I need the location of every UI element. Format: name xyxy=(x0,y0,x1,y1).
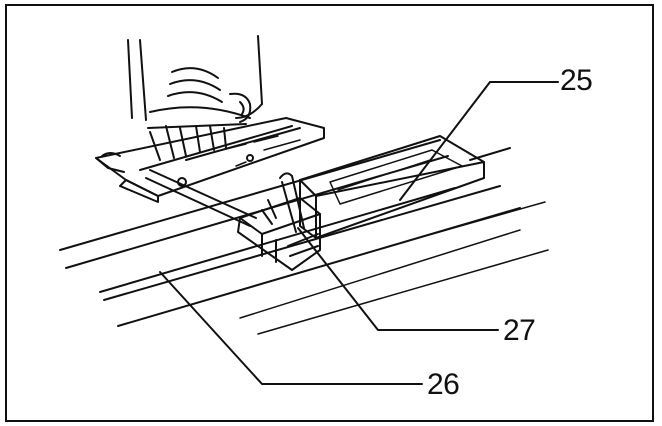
figure-border xyxy=(5,4,654,422)
callout-label-25: 25 xyxy=(560,64,593,97)
jigsaw-tool xyxy=(95,35,325,203)
rail-guide-adapter xyxy=(237,135,485,271)
callout-label-26: 26 xyxy=(427,368,460,401)
guide-rod xyxy=(145,169,257,227)
leader-lines xyxy=(159,81,559,385)
callout-label-27: 27 xyxy=(503,314,536,347)
